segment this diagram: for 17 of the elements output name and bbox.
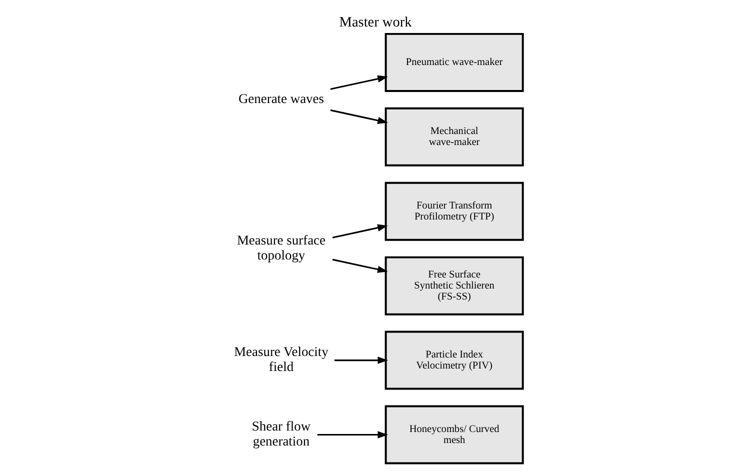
node-text: Measure surface topology (236, 232, 326, 262)
node-text: Shear flow generation (252, 418, 311, 449)
node-box: Honeycombs/ Curved mesh (384, 405, 524, 464)
node-box: Particle Index Velocimetry (PIV) (384, 330, 524, 390)
arrow (334, 356, 388, 364)
arrow (330, 75, 388, 90)
node-box: Fourier Transform Profilometry (FTP) (384, 182, 524, 241)
diagram-title: Master work (339, 14, 412, 30)
node-box: Pneumatic wave-maker (384, 32, 524, 92)
arrow (317, 431, 388, 438)
arrow (330, 109, 388, 124)
arrow (332, 258, 388, 273)
node-text: Measure Velocity field (234, 344, 328, 374)
arrow (332, 224, 388, 238)
node-text: Generate waves (238, 90, 324, 106)
node-box: Free Surface Synthetic Schlieren (FS-SS) (384, 256, 524, 316)
node-box: Mechanical wave-maker (384, 107, 524, 166)
